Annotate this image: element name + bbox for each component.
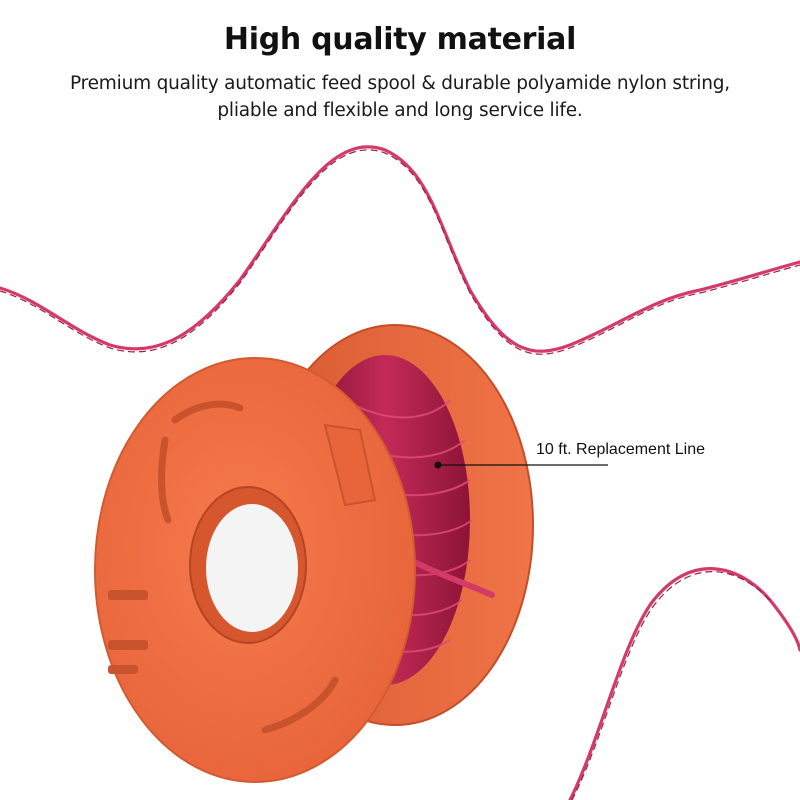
spool-front-flange [94,357,416,783]
subtitle-line-1: Premium quality automatic feed spool & d… [70,73,730,94]
subtitle-line-2: pliable and flexible and long service li… [217,100,583,121]
headline: High quality material [223,22,577,57]
callout-pointer [434,461,608,469]
trimmer-line-strand-top [0,145,800,355]
callout-label: 10 ft. Replacement Line [536,441,705,458]
subtitle: Premium quality automatic feed spool & d… [20,70,780,124]
trimmer-line-strand-bottom [568,567,800,800]
